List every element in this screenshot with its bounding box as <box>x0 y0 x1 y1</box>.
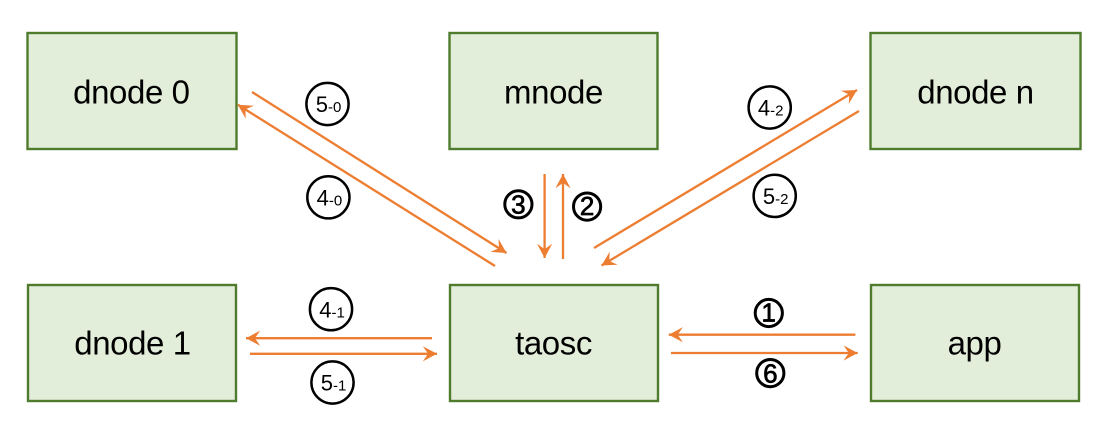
svg-text:4-0: 4-0 <box>317 186 343 211</box>
svg-text:3: 3 <box>511 190 525 220</box>
svg-text:taosc: taosc <box>515 325 592 362</box>
svg-text:4-2: 4-2 <box>758 96 784 121</box>
svg-text:2: 2 <box>580 191 594 221</box>
svg-text:5-0: 5-0 <box>316 92 342 117</box>
svg-text:dnode 0: dnode 0 <box>73 74 190 111</box>
svg-text:6: 6 <box>763 358 777 388</box>
svg-text:1: 1 <box>761 298 775 328</box>
svg-text:app: app <box>948 325 1002 362</box>
svg-text:5-1: 5-1 <box>321 371 347 396</box>
svg-text:dnode 1: dnode 1 <box>74 325 191 362</box>
svg-text:4-1: 4-1 <box>319 297 345 322</box>
svg-text:mnode: mnode <box>504 74 603 111</box>
svg-text:dnode n: dnode n <box>917 74 1034 111</box>
svg-text:5-2: 5-2 <box>763 184 789 209</box>
